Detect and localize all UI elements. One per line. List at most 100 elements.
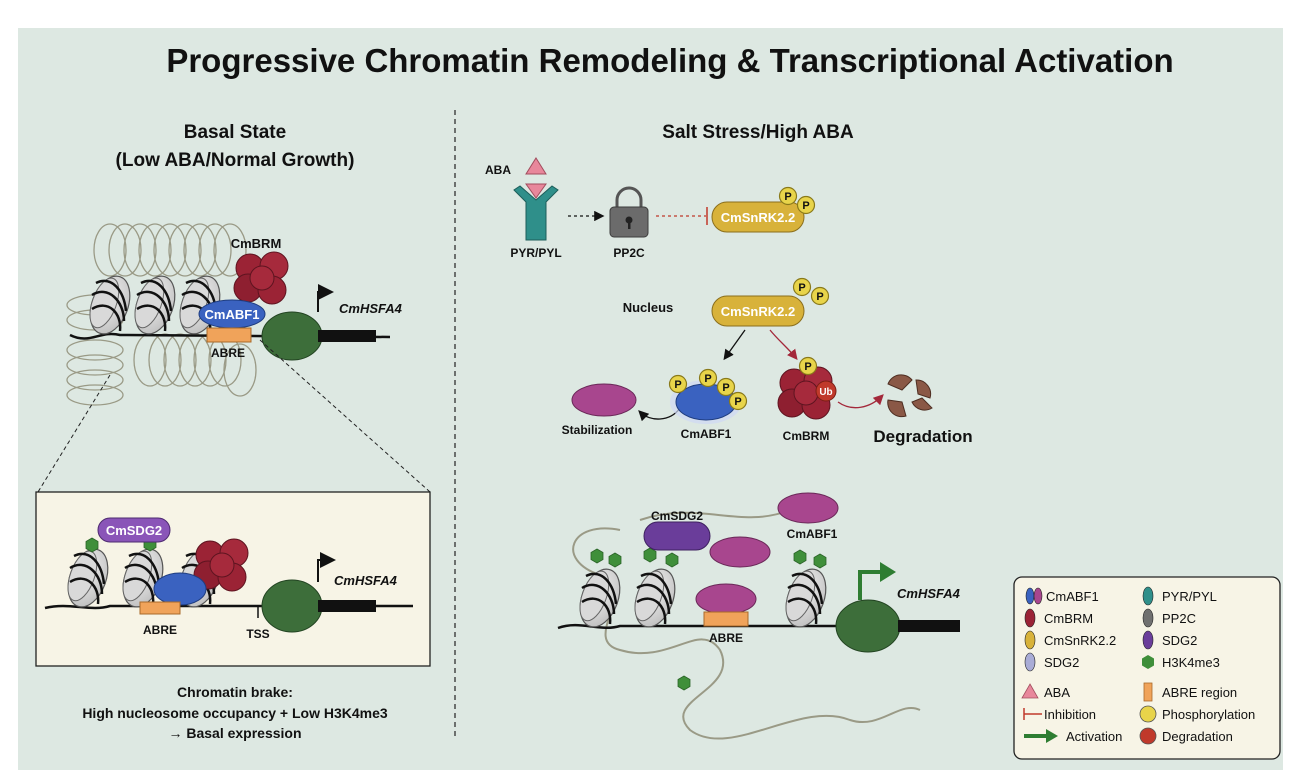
stress-abf1-2 xyxy=(777,492,839,524)
legend-symbol-circle xyxy=(1139,727,1157,745)
snrk-to-abf1-arrow xyxy=(723,329,746,361)
legend-label: Inhibition xyxy=(1044,707,1096,722)
h3k4me3-mark xyxy=(793,549,807,565)
stress-abf1-1 xyxy=(709,536,771,568)
zoom-line-left xyxy=(37,374,111,493)
h3k4me3-mark xyxy=(643,547,657,563)
stress-cmsdg2 xyxy=(643,521,711,551)
basal-heading-line2: (Low ABA/Normal Growth) xyxy=(116,150,355,171)
legend-symbol-sdg2-oval xyxy=(1142,630,1154,650)
aba-receptor-pocket xyxy=(525,183,547,199)
inset-cmsdg2-label: CmSDG2 xyxy=(106,523,162,538)
snrk-mid xyxy=(711,295,805,327)
stress-cmbrm-label: CmBRM xyxy=(783,429,830,443)
inset-gene-label: CmHSFA4 xyxy=(334,573,398,588)
snrk-top-label: CmSnRK2.2 xyxy=(721,210,795,225)
abre-box xyxy=(206,327,252,343)
degradation-label: Degradation xyxy=(873,427,972,446)
phospho-label: P xyxy=(816,291,823,303)
pp2c-label: PP2C xyxy=(613,246,645,260)
legend-symbol-brm-oval xyxy=(1024,608,1036,628)
stabilization-label: Stabilization xyxy=(562,423,633,437)
phospho-label: P xyxy=(704,373,711,385)
legend-label: PP2C xyxy=(1162,611,1196,626)
activation-arrow xyxy=(858,570,880,600)
stabilized-abf1 xyxy=(571,383,637,417)
inset-abre-label: ABRE xyxy=(143,623,177,637)
cmbrm-complex xyxy=(233,251,289,305)
phospho-label: P xyxy=(734,396,741,408)
legend-label: ABRE region xyxy=(1162,685,1237,700)
stress-nucleosome xyxy=(626,562,684,634)
legend-symbol-circle xyxy=(1139,705,1157,723)
legend-label: ABA xyxy=(1044,685,1070,700)
stress-gene-body xyxy=(898,620,960,632)
phospho-label: P xyxy=(804,361,811,373)
legend-symbol-hexagon xyxy=(1142,655,1154,669)
basal-gene-label: CmHSFA4 xyxy=(339,301,403,316)
zoom-line-right xyxy=(259,339,431,493)
h3k4me3-mark xyxy=(665,552,679,568)
stress-nucleosome xyxy=(777,562,835,634)
stress-cmabf1-label: CmABF1 xyxy=(681,427,732,441)
phospho-label: P xyxy=(674,379,681,391)
h3k4me3-mark xyxy=(85,537,99,553)
figure-title: Progressive Chromatin Remodeling & Trans… xyxy=(166,42,1173,79)
lock-shackle xyxy=(615,186,643,208)
legend-symbol-pyr-oval xyxy=(1142,586,1154,606)
legend-label: PYR/PYL xyxy=(1162,589,1217,604)
h3k4me3-mark xyxy=(813,553,827,569)
basal-caption-line3: → Basal expression xyxy=(168,725,301,741)
legend-symbol-abf1-ovals xyxy=(1025,587,1043,605)
degradation-arrow xyxy=(837,394,884,409)
legend-symbol-triangle xyxy=(1021,683,1039,699)
legend-label: H3K4me3 xyxy=(1162,655,1220,670)
h3k4me3-mark xyxy=(590,548,604,564)
stress-abre-label: ABRE xyxy=(709,631,743,645)
snrk-top xyxy=(711,201,805,233)
pyr-pyl-label: PYR/PYL xyxy=(510,246,561,260)
legend-label: Degradation xyxy=(1162,729,1233,744)
inset-tss-arrow xyxy=(317,552,336,582)
stress-abre-box xyxy=(703,611,749,627)
aba-triangle xyxy=(525,157,547,175)
legend-label: SDG2 xyxy=(1162,633,1197,648)
basal-cmbrm-label: CmBRM xyxy=(231,236,282,251)
stress-chromatin-cmabf1-label: CmABF1 xyxy=(787,527,838,541)
legend-symbol-rectangle xyxy=(1143,682,1153,702)
degraded-fragments xyxy=(887,374,933,418)
phospho-label: P xyxy=(784,191,791,203)
stress-abf1-on-abre xyxy=(695,583,757,615)
legend-label: CmSnRK2.2 xyxy=(1044,633,1116,648)
legend-label: Phosphorylation xyxy=(1162,707,1255,722)
rna-polymerase xyxy=(261,311,323,361)
h3k4me3-mark xyxy=(608,552,622,568)
nucleus-label: Nucleus xyxy=(623,300,674,315)
basal-cmabf1-label: CmABF1 xyxy=(205,307,260,322)
stress-gene-label: CmHSFA4 xyxy=(897,586,961,601)
inset-cmsdg2 xyxy=(97,517,171,543)
phospho-label: P xyxy=(798,282,805,294)
basal-caption-line2: High nucleosome occupancy + Low H3K4me3 xyxy=(82,705,388,721)
nucleosome xyxy=(81,269,139,341)
snrk-mid-label: CmSnRK2.2 xyxy=(721,304,795,319)
basal-heading-line1: Basal State xyxy=(184,122,286,143)
phospho-label: P xyxy=(802,200,809,212)
stress-rna-polymerase xyxy=(835,599,901,653)
inset-abre-box xyxy=(139,601,181,615)
phospho-label: P xyxy=(722,382,729,394)
inset-gene-body xyxy=(318,600,376,612)
stress-heading: Salt Stress/High ABA xyxy=(662,122,854,143)
ubiquitin-circle xyxy=(815,380,837,402)
stress-cmsdg2-label: CmSDG2 xyxy=(651,509,703,523)
inset-cmabf1 xyxy=(153,572,207,606)
legend-label: CmABF1 xyxy=(1046,589,1099,604)
inset-tss-label: TSS xyxy=(246,627,269,641)
legend-symbol-pp2c-oval xyxy=(1142,608,1154,628)
nucleosome xyxy=(126,269,184,341)
legend-symbol-sdg2-light-oval xyxy=(1024,652,1036,672)
legend-symbols xyxy=(1021,586,1157,745)
legend-symbol-inhibition-line xyxy=(1023,708,1042,720)
